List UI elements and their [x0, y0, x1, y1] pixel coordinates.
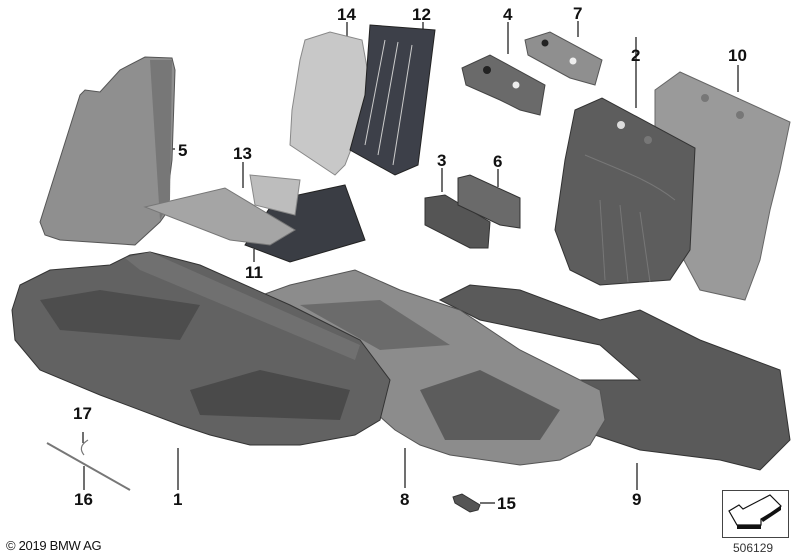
- part-6-shape: [457, 174, 521, 229]
- part-16-shape: [46, 442, 131, 491]
- diagram-id: 506129: [733, 541, 774, 555]
- callout-3[interactable]: 3: [437, 151, 447, 170]
- part-17-shape: [80, 439, 89, 456]
- callout-8[interactable]: 8: [400, 490, 410, 509]
- callout-13[interactable]: 13: [233, 144, 252, 163]
- part-12-shape: [349, 24, 436, 176]
- callout-1[interactable]: 1: [173, 490, 183, 509]
- part-3-shape: [424, 194, 491, 249]
- callout-4[interactable]: 4: [503, 5, 513, 24]
- copyright-notice: © 2019 BMW AG: [6, 538, 102, 553]
- callout-17[interactable]: 17: [73, 404, 92, 423]
- callout-7[interactable]: 7: [573, 4, 583, 23]
- callout-9[interactable]: 9: [632, 490, 642, 509]
- callout-10[interactable]: 10: [728, 46, 747, 65]
- part-9-shape: [438, 284, 791, 471]
- part-5-shape: [39, 56, 176, 246]
- callout-2[interactable]: 2: [631, 46, 641, 65]
- part-7-shape: [524, 31, 603, 86]
- part-13-shape: [143, 187, 296, 246]
- callout-6[interactable]: 6: [493, 152, 503, 171]
- callout-15[interactable]: 15: [497, 494, 516, 513]
- part-12-lines: [364, 39, 413, 166]
- callout-16[interactable]: 16: [74, 490, 93, 509]
- part-2-shape: [554, 97, 696, 286]
- part-4-shape: [461, 54, 546, 116]
- callout-5[interactable]: 5: [178, 141, 188, 160]
- callout-12[interactable]: 12: [412, 5, 431, 24]
- arrow-back-down-left-icon: [728, 494, 782, 529]
- callout-11[interactable]: 11: [245, 263, 263, 282]
- callout-14[interactable]: 14: [337, 5, 356, 24]
- part-15-shape: [452, 493, 481, 513]
- part-14-shape: [289, 31, 373, 176]
- navigate-back-button[interactable]: [722, 490, 789, 538]
